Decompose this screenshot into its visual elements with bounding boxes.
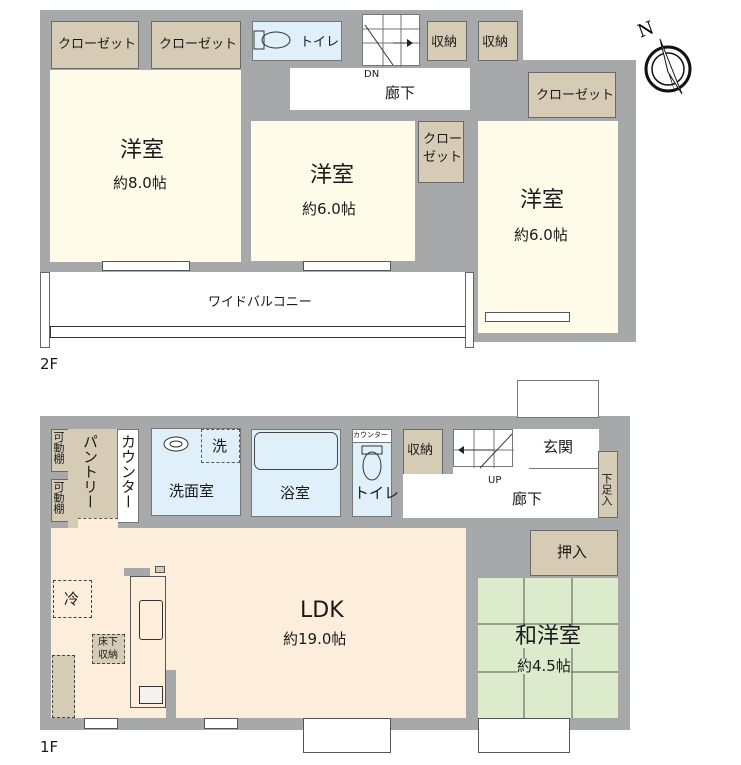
western-room-6-2f-b[interactable] [478,121,618,333]
shoe-box-label: 下足入 [600,473,613,506]
entrance[interactable] [529,429,599,469]
room-name: 洋室 [310,163,355,188]
underfloor-label-2: 収納 [98,650,118,661]
storage-2f-1[interactable] [427,21,467,61]
room-name: 洋室 [520,188,565,213]
toilet-counter [352,429,392,443]
hallway-2f [290,68,470,110]
western-room-8-2f[interactable] [50,70,241,262]
japanese-room-label: 和洋室 [515,624,582,649]
bathtub-icon [254,432,338,470]
window [204,718,238,729]
storage-label: 収納 [482,35,509,50]
kitchen-partition [166,670,176,718]
cabinet-space [52,655,75,718]
washroom-label: 洗面室 [169,482,215,500]
toilet-label: トイレ [354,484,400,502]
window [84,718,118,729]
toilet-counter-label: カウンター [353,431,388,439]
fridge-label: 冷 [64,590,80,608]
closet-label: クローゼット [159,37,238,52]
kitchen-sink-icon [139,600,163,640]
movable-shelf-label: 可動棚 [52,481,65,514]
movable-shelf-label: 可動棚 [52,431,65,464]
balcony-label: ワイドバルコニー [208,295,312,310]
toilet-1f[interactable] [352,429,392,517]
counter-label: カウンター [119,434,137,509]
toilet-label: トイレ [300,35,340,50]
toilet-bowl-icon [361,445,383,481]
storage-1f[interactable] [403,429,443,475]
closet-2f-2[interactable] [151,21,241,69]
window [102,261,190,271]
floor-label-2f: 2F [40,355,59,373]
svg-text:N: N [635,17,657,42]
closet-label-line2: ゼット [423,150,463,165]
storage-2f-2[interactable] [478,21,518,61]
washer-label: 洗 [212,437,228,455]
room-size: 約6.0帖 [302,200,356,218]
oshiire[interactable] [530,530,618,576]
counter [117,429,139,523]
ldk[interactable] [51,528,466,718]
ldk-size: 約19.0帖 [283,630,347,648]
window [303,261,391,271]
compass: N [630,14,700,104]
floor-label-1f: 1F [40,738,59,756]
stairs-lines-icon [363,15,421,67]
closet-2f-small[interactable] [418,121,464,183]
porch-tiles [517,380,599,418]
closet-label-line1: クロー [423,132,463,147]
room-size: 約8.0帖 [113,174,167,192]
stairs-1f[interactable] [453,429,514,469]
pantry-opening [78,518,118,530]
stairs-lines-icon [454,430,514,469]
japanese-room[interactable] [478,578,618,718]
storage-label: 収納 [431,35,458,50]
closet-label: クローゼット [58,37,137,52]
ldk-label: LDK [300,598,344,623]
hallway-1f [403,474,599,518]
sink-icon [163,436,189,452]
entrance-label: 玄関 [543,438,574,456]
oshiire-label: 押入 [557,543,588,561]
bathroom-label: 浴室 [280,484,311,502]
fridge-space [53,580,92,618]
window-bay [303,718,391,753]
window [485,312,570,322]
toilet-bowl-icon [253,30,291,50]
closet-2f-1[interactable] [51,21,139,69]
toilet-2f[interactable] [252,21,342,61]
stairs-down-label: DN [364,69,380,80]
stove-icon [139,686,163,704]
window-bay [478,718,570,753]
range-hood [155,566,165,573]
pantry-label: パントリー [81,434,99,509]
room-size: 約6.0帖 [514,226,568,244]
compass-north-icon: N [635,17,692,96]
western-room-6-2f-a[interactable] [251,121,415,261]
shoe-box[interactable] [598,451,618,518]
japanese-room-size: 約4.5帖 [517,657,571,675]
underfloor-label-1: 床下 [98,637,118,648]
closet-2f-3[interactable] [528,72,616,118]
underfloor-storage[interactable] [92,634,125,664]
hallway-2f-label: 廊下 [385,84,416,102]
washer-space [201,429,240,463]
storage-label: 収納 [407,443,434,458]
stairs-up-label: UP [488,475,502,486]
kitchen-wall [124,568,150,576]
stairs-2f[interactable] [362,14,421,67]
room-name: 洋室 [120,138,165,163]
hallway-1f-label: 廊下 [512,490,543,508]
balcony-2f[interactable] [40,272,474,348]
closet-label: クローゼット [536,88,615,103]
